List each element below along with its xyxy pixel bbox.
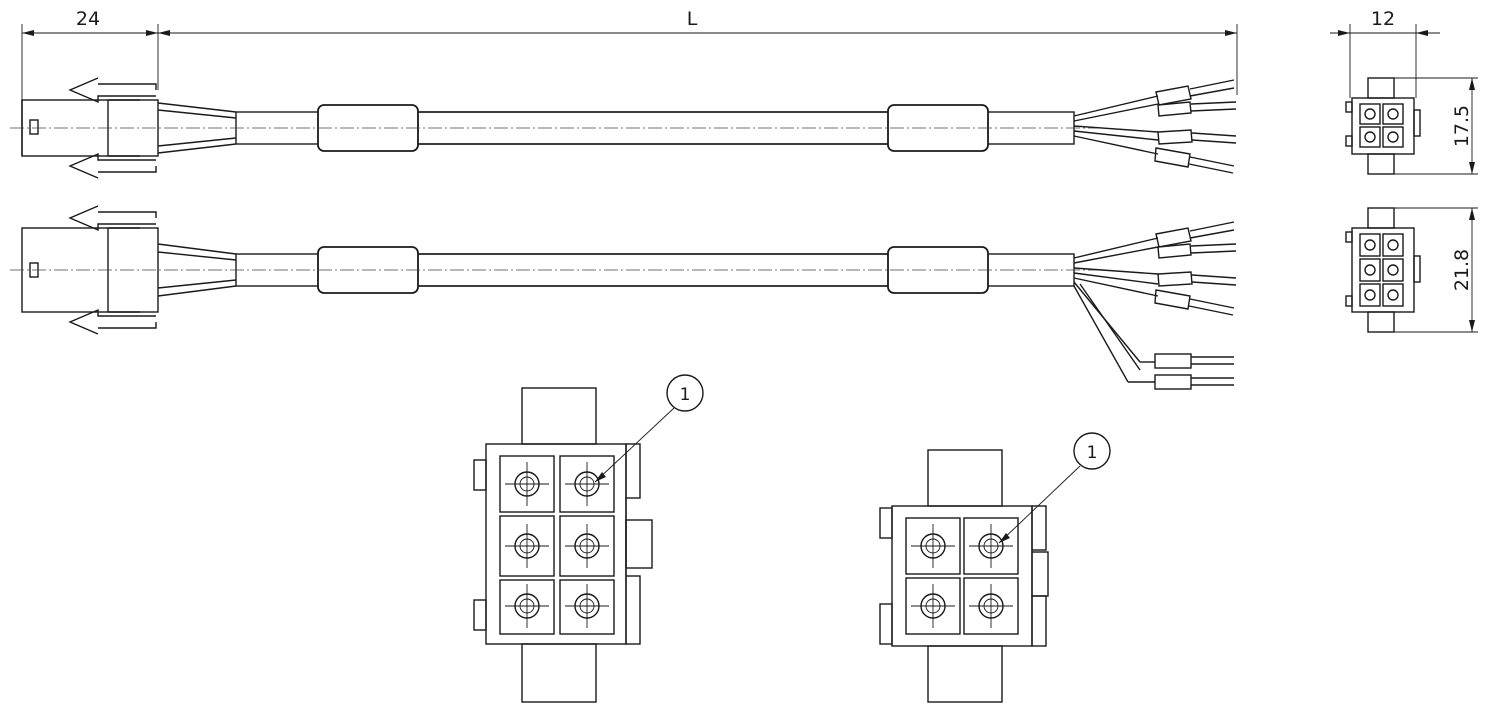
dim-height-6pin: 21.8 — [1451, 249, 1473, 291]
callout-label-4pin: 1 — [1087, 443, 1098, 463]
dim-cable-length: L — [687, 8, 698, 30]
callout-bubble — [1073, 432, 1111, 470]
face-view-6pin-large: 1 — [473, 374, 704, 703]
face-view-4pin-large: 1 — [879, 432, 1111, 703]
cable-assembly-6pin — [10, 205, 1237, 390]
face-view-6pin-small: 21.8 — [1345, 207, 1478, 333]
face-view-4pin-small: 12 17.5 — [1330, 8, 1478, 175]
dim-connector-length: 24 — [76, 8, 100, 30]
callout-label-6pin: 1 — [680, 385, 691, 405]
dim-height-4pin: 17.5 — [1451, 105, 1473, 147]
cable-assembly-4pin — [10, 77, 1237, 179]
dimension-top: 24 L — [21, 8, 1238, 100]
callout-bubble — [666, 374, 704, 412]
dim-face-width: 12 — [1371, 8, 1395, 30]
